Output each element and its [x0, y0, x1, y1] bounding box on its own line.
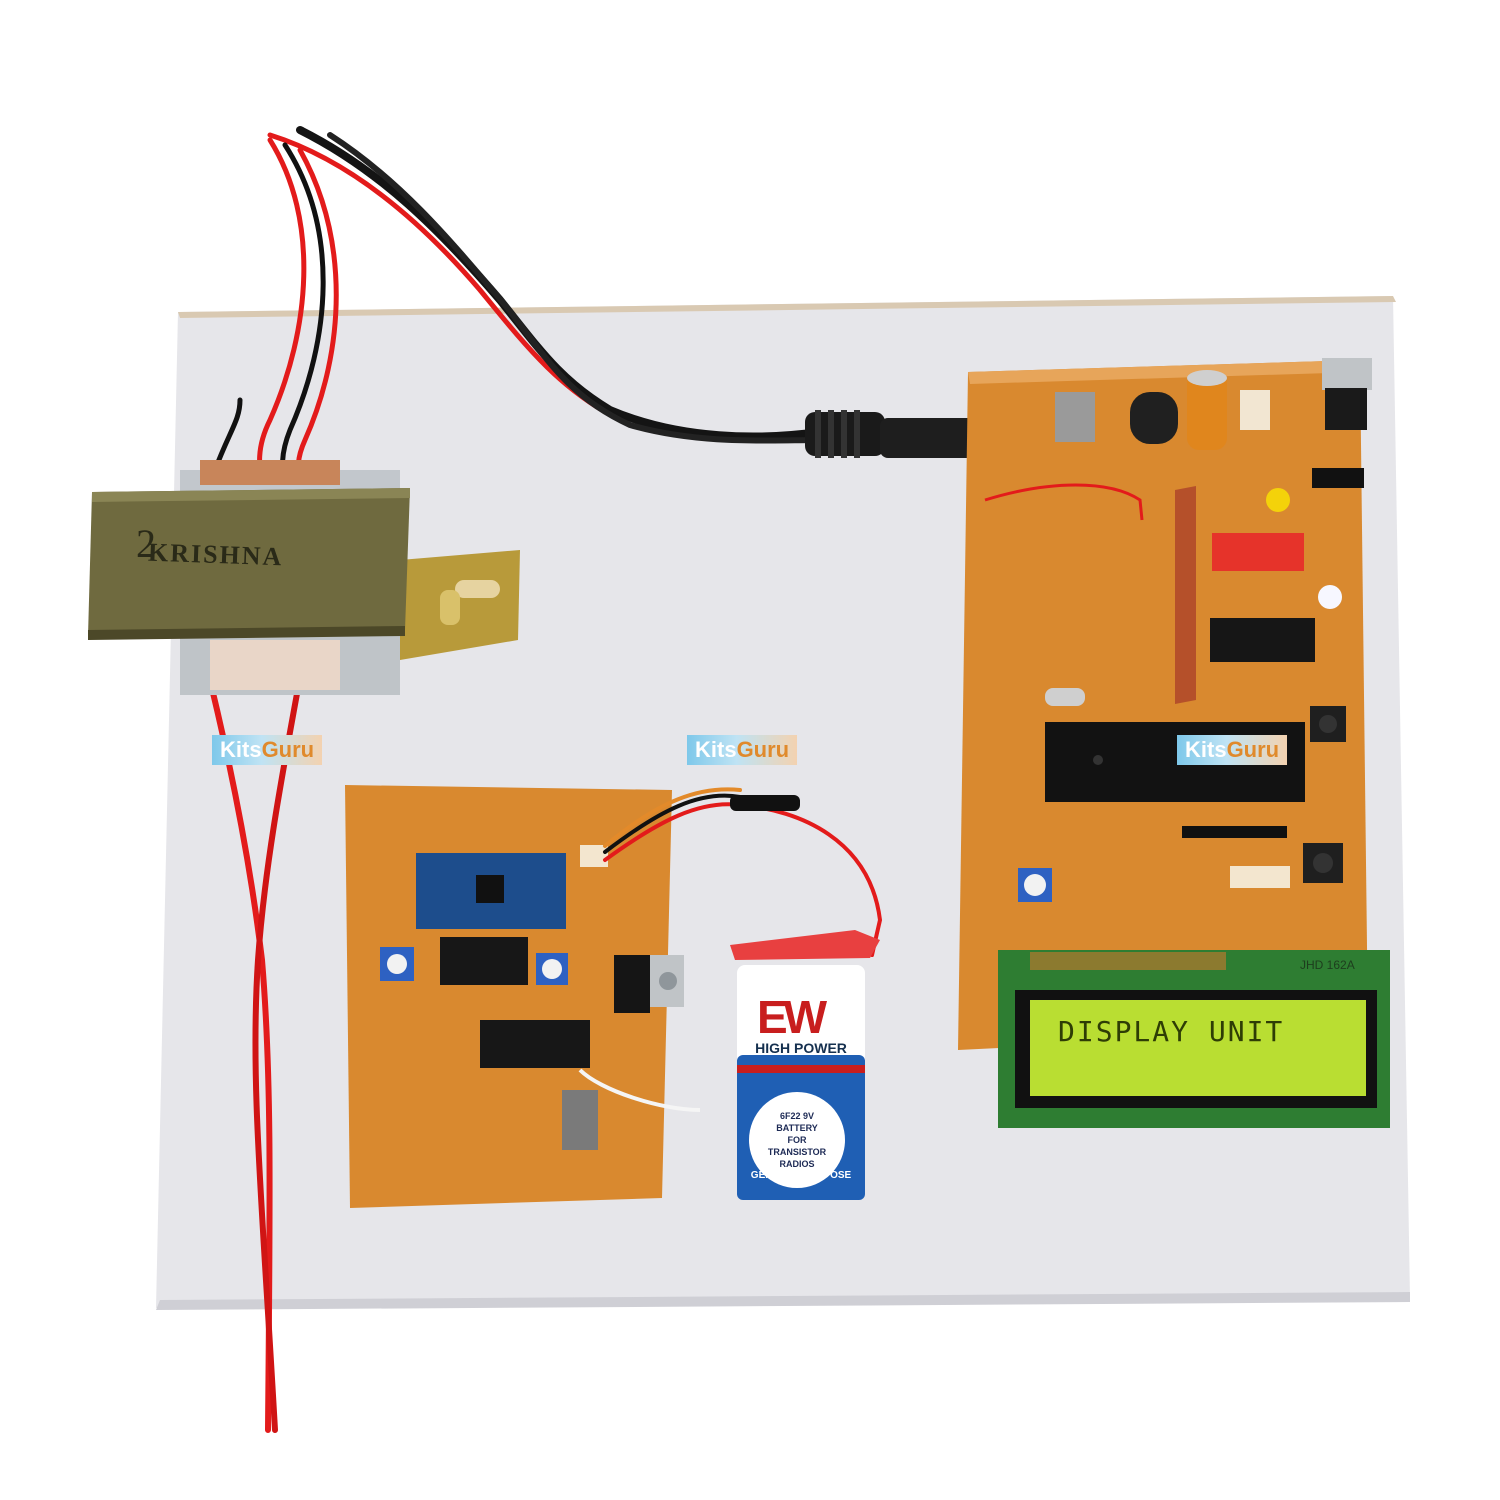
sensor-regulator [614, 955, 650, 1013]
watermark-guru: Guru [261, 737, 315, 762]
transformer-handwritten-number: 2 [136, 521, 156, 566]
yellow-led [1266, 488, 1290, 512]
battery-spec-line: TRANSISTOR [767, 1147, 827, 1157]
ic-encoder [480, 1020, 590, 1068]
white-led [1318, 585, 1342, 609]
battery-wires [603, 787, 883, 957]
rf-receiver-module [1175, 486, 1196, 704]
transformer-brand-label: KRISHNA [147, 537, 284, 572]
watermark-kits: Kits [1185, 737, 1227, 762]
lcd-screen [1030, 1000, 1366, 1096]
battery-footer: GENERAL PURPOSE [750, 1170, 852, 1181]
rf-transmitter [562, 1090, 598, 1150]
battery-tagline: HIGH POWER [755, 1040, 847, 1056]
watermark-guru: Guru [736, 737, 790, 762]
electrolytic-capacitor [1187, 372, 1227, 450]
battery-brand: EW [757, 991, 827, 1043]
dip-switch [1212, 533, 1304, 571]
watermark-kits: Kits [695, 737, 737, 762]
battery-spec-circle: 6F22 9V BATTERY FOR TRANSISTOR RADIOS [749, 1092, 845, 1188]
main-controller-pcb [958, 358, 1372, 1050]
transformer [88, 460, 520, 695]
voltage-regulator [1325, 388, 1367, 430]
watermark-guru: Guru [1226, 737, 1280, 762]
lcd-module [998, 950, 1390, 1128]
ic-14pin [440, 937, 528, 985]
battery-spec-line: FOR [787, 1135, 807, 1145]
watermark-kits: Kits [220, 737, 262, 762]
lcd-model-label: JHD 162A [1300, 958, 1355, 972]
ic-16pin [1210, 618, 1315, 662]
power-switch [1055, 392, 1095, 442]
battery-spec-line: 6F22 9V [779, 1111, 815, 1121]
battery-spec-line: BATTERY [776, 1123, 818, 1133]
lcd-message: DISPLAY UNIT [1058, 1015, 1285, 1048]
sensor-pcb [345, 785, 701, 1208]
battery-spec-line: RADIOS [779, 1159, 815, 1169]
bridge-rectifier [1130, 392, 1178, 444]
dc-cable [267, 126, 824, 444]
regulator-tab [1322, 358, 1372, 390]
